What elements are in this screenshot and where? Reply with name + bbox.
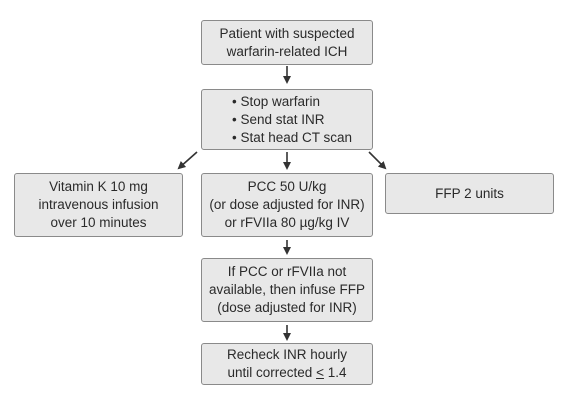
node-vitamin-k-line-3: over 10 minutes — [50, 215, 147, 230]
node-fallback-line-1: If PCC or rFVIIa not — [227, 264, 347, 279]
bullet-send-stat-inr: Send stat INR — [232, 111, 324, 129]
node-vitamin-k-line-2: intravenous infusion — [38, 197, 159, 212]
recheck-prefix: until corrected — [227, 365, 317, 380]
node-pcc-line-1: PCC 50 U/kg — [247, 179, 327, 194]
bullet-stop-warfarin: Stop warfarin — [232, 93, 320, 111]
node-fallback-line-2: available, then infuse FFP — [208, 282, 366, 297]
node-start-line-1: Patient with suspected — [219, 25, 355, 41]
node-vitamin-k-line-1: Vitamin K 10 mg — [49, 179, 148, 194]
node-recheck-line-1: Recheck INR hourly — [226, 347, 348, 362]
node-ffp-line-1: FFP 2 units — [435, 185, 504, 201]
recheck-suffix: 1.4 — [323, 365, 347, 380]
node-pcc-line-2: (or dose adjusted for INR) — [209, 197, 365, 212]
node-ffp: FFP 2 units — [385, 173, 554, 214]
node-vitamin-k: Vitamin K 10 mg intravenous infusion ove… — [14, 173, 183, 237]
arrow-steps-to-vitamin-k — [177, 151, 198, 170]
bullet-stat-head-ct: Stat head CT scan — [232, 129, 352, 147]
node-recheck: Recheck INR hourly until corrected < 1.4 — [201, 343, 373, 385]
node-fallback: If PCC or rFVIIa not available, then inf… — [201, 258, 373, 322]
node-initial-steps: Stop warfarin Send stat INR Stat head CT… — [201, 89, 373, 150]
node-start-line-2: warfarin-related ICH — [226, 43, 348, 59]
node-pcc: PCC 50 U/kg (or dose adjusted for INR) o… — [201, 173, 373, 237]
node-pcc-line-3: or rFVIIa 80 µg/kg IV — [224, 215, 350, 230]
less-than-symbol: < — [316, 365, 324, 380]
node-start: Patient with suspected warfarin-related … — [201, 20, 373, 65]
node-recheck-line-2: until corrected < 1.4 — [228, 364, 347, 382]
node-fallback-line-3: (dose adjusted for INR) — [217, 300, 357, 315]
arrow-steps-to-ffp — [368, 151, 387, 170]
